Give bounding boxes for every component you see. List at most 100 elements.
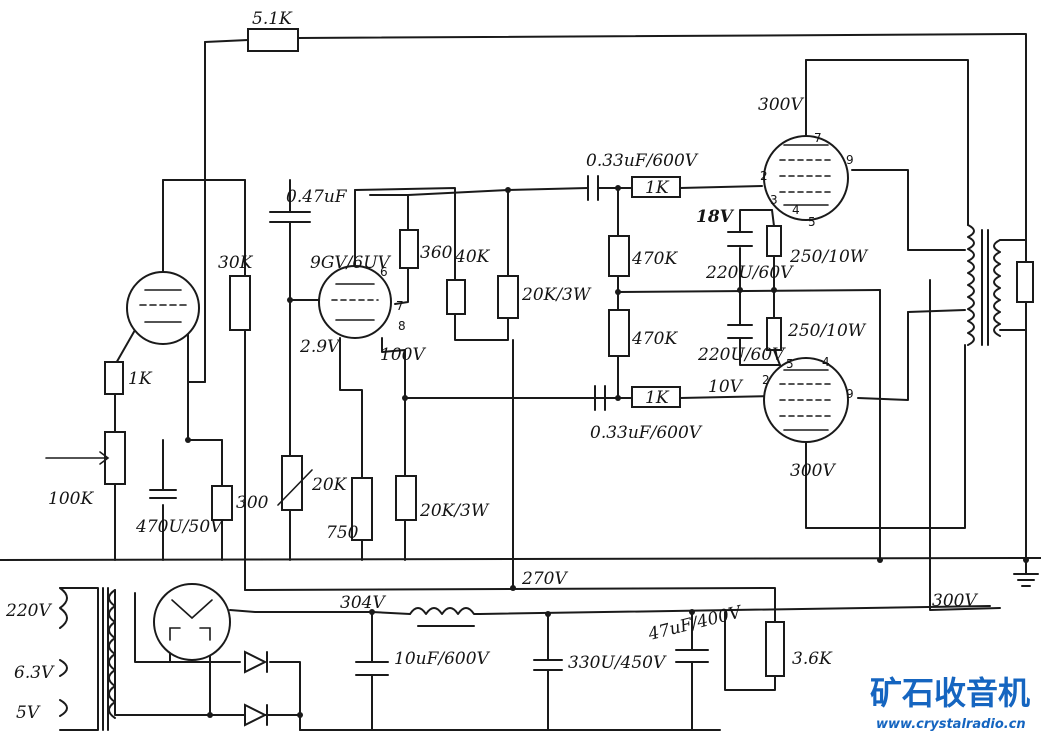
label-r-750: 750 [326, 523, 359, 543]
label-c-bot: 0.33uF/600V [590, 423, 703, 443]
resistor-250-bot [766, 317, 782, 351]
ground-symbol [1013, 559, 1039, 587]
tube-rectifier [153, 583, 231, 661]
tubes [126, 135, 849, 661]
resistor-750 [351, 477, 373, 541]
cap-033-top [587, 175, 599, 201]
pin-7-top: 7 [814, 131, 822, 145]
cap-10uf [355, 661, 389, 676]
label-c-10: 10uF/600V [394, 649, 491, 669]
label-v-18: 18V [696, 207, 735, 227]
label-c-47: 47uF/400V [645, 602, 744, 645]
pin-4-bot: 4 [822, 355, 830, 369]
tube-input [126, 271, 200, 345]
junction-dots [185, 185, 1029, 718]
label-v-100: 100V [380, 345, 426, 365]
label-r-470k-top: 470K [631, 249, 678, 269]
label-r-40k: 40K [454, 247, 491, 267]
pin-2-top: 2 [760, 169, 768, 183]
watermark: 矿石收音机 www.crystalradio.cn [870, 674, 1030, 732]
label-v-300-supply: 300V [932, 591, 978, 611]
pin-6-drv: 6 [380, 265, 388, 279]
watermark-chinese: 矿石收音机 [870, 674, 1030, 712]
supply-magnetics [59, 587, 481, 731]
pin-9-top: 9 [846, 153, 854, 167]
resistor-30k [229, 275, 251, 331]
resistor-20k-3w-top [497, 275, 519, 319]
capacitors [149, 175, 753, 676]
label-r-360: 360 [420, 243, 453, 263]
resistor-load [1016, 261, 1034, 303]
output-transformer [967, 224, 1001, 346]
label-r-1k-bot: 1K [645, 388, 670, 408]
label-c-330: 330U/450V [568, 653, 667, 673]
component-labels: 5.1K 0.47uF 30K 9GV/6UV 360 40K 20K/3W 2… [5, 9, 978, 723]
tube-output-bot [763, 357, 849, 443]
label-r-30k: 30K [218, 253, 254, 273]
watermark-url: www.crystalradio.cn [876, 717, 1026, 732]
pin-5-top: 5 [808, 215, 816, 229]
cap-033-bot [594, 385, 606, 411]
resistor-3-6k [765, 621, 785, 677]
cap-220-top [727, 231, 753, 247]
resistor-300 [211, 485, 233, 521]
cap-220-bot [727, 324, 753, 339]
label-c-470: 470U/50V [135, 517, 224, 537]
power-transformer-secondary [108, 589, 116, 719]
label-tube-driver: 9GV/6UV [310, 253, 392, 273]
resistor-470k-top [608, 235, 630, 277]
resistor-470k-bot [608, 309, 630, 357]
pin-numbers: 7 9 2 3 4 5 5 4 2 9 6 7 8 [380, 131, 854, 401]
resistor-1k-top [631, 176, 681, 198]
resistor-40k [446, 279, 466, 315]
pin-9-bot: 9 [846, 387, 854, 401]
power-supply-wiring [59, 587, 991, 731]
label-r-20k-pot: 20K [311, 475, 348, 495]
label-r-250-top: 250/10W [789, 247, 869, 267]
label-v-300-bot: 300V [790, 461, 836, 481]
label-v-270: 270V [521, 569, 568, 589]
tube-output-top [763, 135, 849, 221]
label-c-220-bot: 220U/60V [697, 345, 786, 365]
label-r-feedback: 5.1K [252, 9, 293, 29]
cap-0-47uf [269, 211, 311, 223]
label-r-250-bot: 250/10W [787, 321, 867, 341]
pin-7-drv: 7 [396, 299, 404, 313]
label-r-20k-3w-top: 20K/3W [521, 285, 592, 305]
label-v-2-9: 2.9V [299, 337, 341, 357]
resistor-5-1k [247, 28, 299, 52]
cap-330u [533, 659, 563, 671]
pin-8-drv: 8 [398, 319, 406, 333]
label-c-220-top: 220U/60V [705, 263, 794, 283]
label-ac-220: 220V [5, 601, 52, 621]
pin-3-top: 3 [770, 193, 778, 207]
pin-5-bot: 5 [786, 357, 794, 371]
resistors [45, 28, 1034, 677]
label-r-470k-bot: 470K [631, 329, 678, 349]
power-transformer-primary [59, 587, 68, 717]
label-ac-6-3: 6.3V [14, 663, 55, 683]
resistor-250-top [766, 225, 782, 257]
resistor-360 [399, 229, 419, 269]
label-v-300-top: 300V [758, 95, 804, 115]
resistor-1k-bot [631, 386, 681, 408]
cap-47uf [675, 649, 709, 663]
diodes [244, 650, 268, 727]
pin-2-bot: 2 [762, 373, 770, 387]
resistor-1k-input [104, 361, 124, 395]
pin-4-top: 4 [792, 203, 800, 217]
label-r-20k-3w-bot: 20K/3W [419, 501, 490, 521]
cap-470u [149, 489, 177, 499]
label-c-coupling-in: 0.47uF [286, 187, 348, 207]
label-r-1k-input: 1K [128, 369, 153, 389]
label-ac-5: 5V [16, 703, 41, 723]
choke [409, 607, 481, 615]
label-r-300: 300 [236, 493, 269, 513]
label-v-304: 304V [340, 593, 386, 613]
label-r-100k: 100K [48, 489, 94, 509]
label-c-top: 0.33uF/600V [586, 151, 699, 171]
resistor-20k-3w-bot [395, 475, 417, 521]
diode-upper [244, 650, 268, 674]
label-v-10: 10V [708, 377, 744, 397]
